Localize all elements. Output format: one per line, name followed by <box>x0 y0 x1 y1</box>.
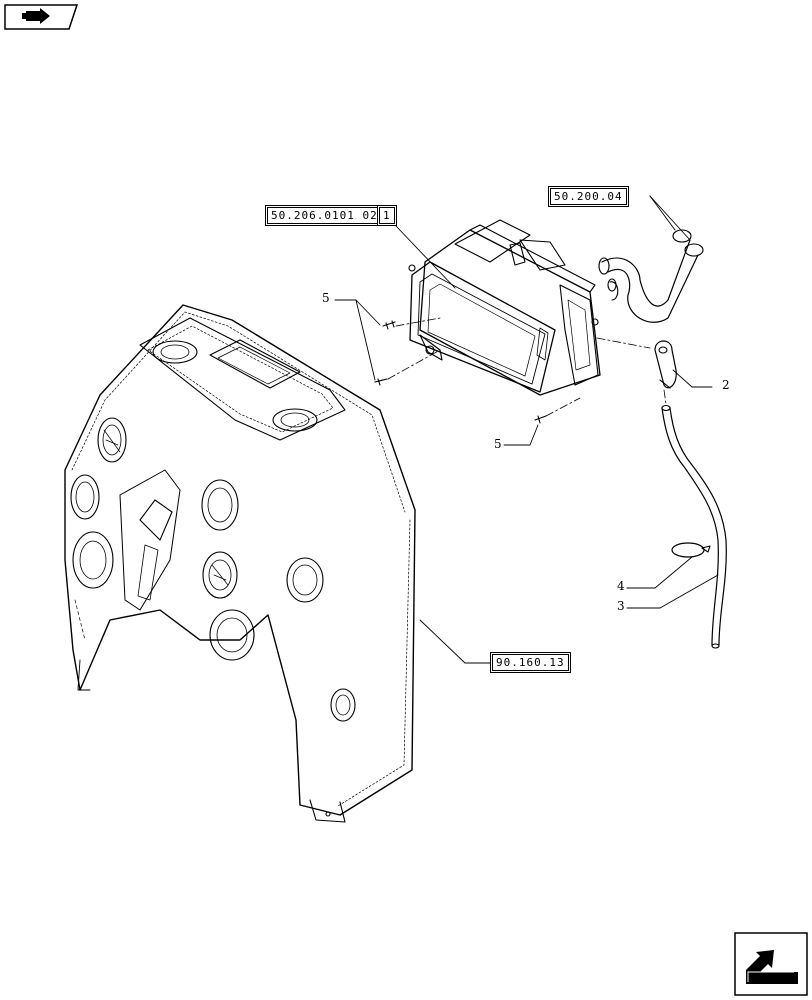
previous-page-arrow-icon <box>4 4 79 30</box>
assembly-axis-lines <box>387 317 667 417</box>
callout-5-upper: 5 <box>322 291 330 305</box>
next-page-button[interactable] <box>734 932 808 996</box>
hose-clamp <box>671 542 711 558</box>
drain-hose <box>661 404 727 649</box>
heater-hoses <box>598 229 704 323</box>
callout-3: 3 <box>617 599 625 613</box>
cab-side-panel <box>64 304 416 823</box>
previous-page-button[interactable] <box>4 4 79 30</box>
leader-lines <box>334 195 719 664</box>
drain-fitting <box>654 340 677 389</box>
screws <box>374 320 547 424</box>
ref-electrical-50-206-0101[interactable]: 50.206.0101 02 <box>267 207 382 224</box>
callout-2: 2 <box>722 378 730 392</box>
callout-5-lower: 5 <box>494 437 502 451</box>
ref-cab-90-160-13[interactable]: 90.160.13 <box>492 654 569 671</box>
callout-4: 4 <box>617 579 625 593</box>
ref-item-1[interactable]: 1 <box>379 207 395 224</box>
next-page-arrow-icon <box>734 932 808 996</box>
control-unit-assembly <box>408 219 601 396</box>
ref-hvac-50-200-04[interactable]: 50.200.04 <box>550 188 627 205</box>
